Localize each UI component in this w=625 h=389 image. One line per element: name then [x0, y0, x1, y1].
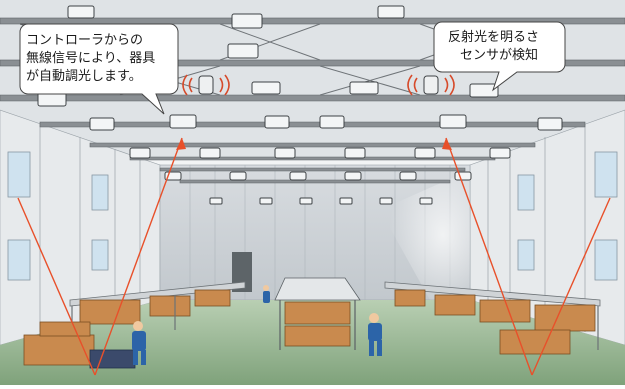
center-table [274, 277, 361, 350]
sensor-arrowheads [176, 138, 452, 150]
callout-left-line: が自動調光します。 [26, 69, 142, 84]
worker-back [263, 285, 270, 303]
wireless-controller-left [182, 74, 230, 96]
callout-left-line: コントローラからの [26, 33, 144, 48]
callout-right-bubble [433, 21, 566, 92]
callout-left-line: 無線信号により、器具 [26, 51, 156, 66]
light-fixtures [37, 5, 563, 205]
right-wall-details [487, 124, 586, 332]
callout-right-line: センサが検知 [460, 48, 539, 63]
left-windows [7, 151, 109, 281]
right-windows [454, 151, 618, 281]
back-door [232, 252, 252, 292]
callout-left-bubble [19, 23, 179, 115]
wireless-controller-right [407, 74, 455, 96]
light-shaft [380, 170, 470, 300]
worker-left [132, 321, 146, 365]
callout-right-line: 反射光を明るさ [448, 30, 540, 45]
left-wall-details [39, 124, 141, 332]
callout-right-text: 反射光を明るさ センサが検知 [448, 29, 539, 65]
sensor-beams [17, 137, 611, 376]
worker-center [368, 313, 382, 356]
right-shelving [384, 281, 601, 355]
callout-left-text: コントローラからの 無線信号により、器具 が自動調光します。 [26, 32, 155, 86]
